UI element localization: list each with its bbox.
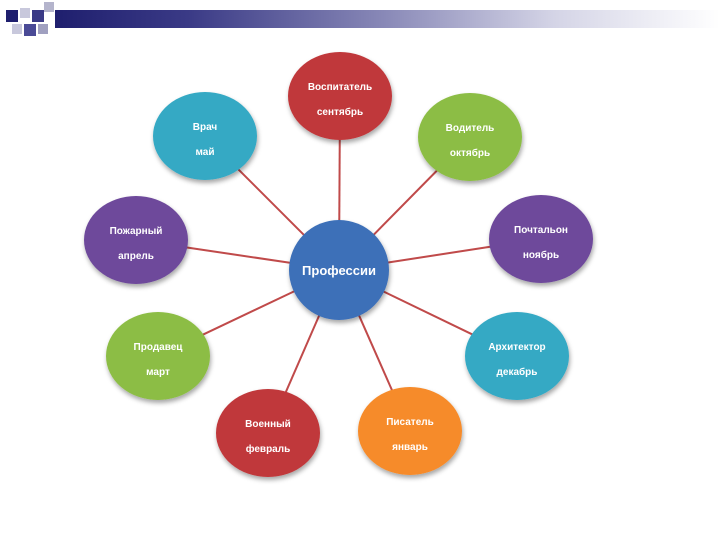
deco-square: [38, 24, 48, 34]
node-pozharny: Пожарный апрель: [84, 196, 188, 284]
slide-header-decoration: [0, 0, 720, 42]
deco-square: [6, 10, 18, 22]
node-month-voenny: февраль: [246, 443, 291, 455]
center-label: Профессии: [302, 263, 376, 278]
connector-line-vrach: [236, 167, 306, 237]
node-circle-vrach: [153, 92, 257, 180]
node-circle-voditel: [418, 93, 522, 181]
connector-line-pozharny: [185, 246, 292, 264]
node-title-pisatel: Писатель: [386, 417, 434, 428]
connector-lines: [185, 137, 492, 394]
node-circle-pisatel: [358, 387, 462, 475]
node-voenny: Военный февраль: [216, 389, 320, 477]
node-vospitatel: Воспитатель сентябрь: [288, 52, 392, 140]
node-month-vospitatel: сентябрь: [317, 106, 363, 118]
node-prodavets: Продавец март: [106, 312, 210, 400]
center-circle: [289, 220, 389, 320]
node-month-pisatel: январь: [392, 442, 428, 453]
deco-square: [32, 10, 44, 22]
node-month-pozharny: апрель: [118, 251, 154, 262]
node-circle-prodavets: [106, 312, 210, 400]
connector-line-arkhitektor: [381, 289, 475, 336]
header-gradient-bar: [55, 10, 720, 28]
node-vrach: Врач май: [153, 92, 257, 180]
node-title-voditel: Водитель: [446, 123, 495, 134]
node-month-arkhitektor: декабрь: [497, 366, 538, 378]
node-month-pochtalon: ноябрь: [523, 249, 559, 261]
node-circle-vospitatel: [288, 52, 392, 140]
node-pisatel: Писатель январь: [358, 387, 462, 475]
node-title-vospitatel: Воспитатель: [308, 82, 372, 93]
node-month-prodavets: март: [146, 367, 170, 378]
node-arkhitektor: Архитектор декабрь: [465, 312, 569, 400]
deco-square: [44, 2, 54, 12]
node-month-voditel: октябрь: [450, 147, 490, 159]
node-pochtalon: Почтальон ноябрь: [489, 195, 593, 283]
node-title-arkhitektor: Архитектор: [488, 342, 545, 353]
node-circle-arkhitektor: [465, 312, 569, 400]
connector-line-voenny: [284, 313, 321, 394]
node-voditel: Водитель октябрь: [418, 93, 522, 181]
node-circle-pozharny: [84, 196, 188, 284]
node-circle-voenny: [216, 389, 320, 477]
deco-square: [24, 24, 36, 36]
deco-square: [20, 8, 30, 18]
node-title-voenny: Военный: [245, 419, 291, 430]
connector-line-pisatel: [357, 313, 394, 393]
node-month-vrach: май: [196, 147, 215, 158]
connector-line-prodavets: [201, 289, 297, 337]
node-title-prodavets: Продавец: [134, 342, 184, 353]
center-node: Профессии: [289, 220, 389, 320]
connector-line-voditel: [371, 168, 439, 237]
deco-square: [12, 24, 22, 34]
node-title-pozharny: Пожарный: [110, 226, 163, 237]
node-circle-pochtalon: [489, 195, 593, 283]
connector-line-pochtalon: [386, 245, 492, 264]
node-title-vrach: Врач: [193, 122, 218, 133]
node-title-pochtalon: Почтальон: [514, 225, 568, 236]
